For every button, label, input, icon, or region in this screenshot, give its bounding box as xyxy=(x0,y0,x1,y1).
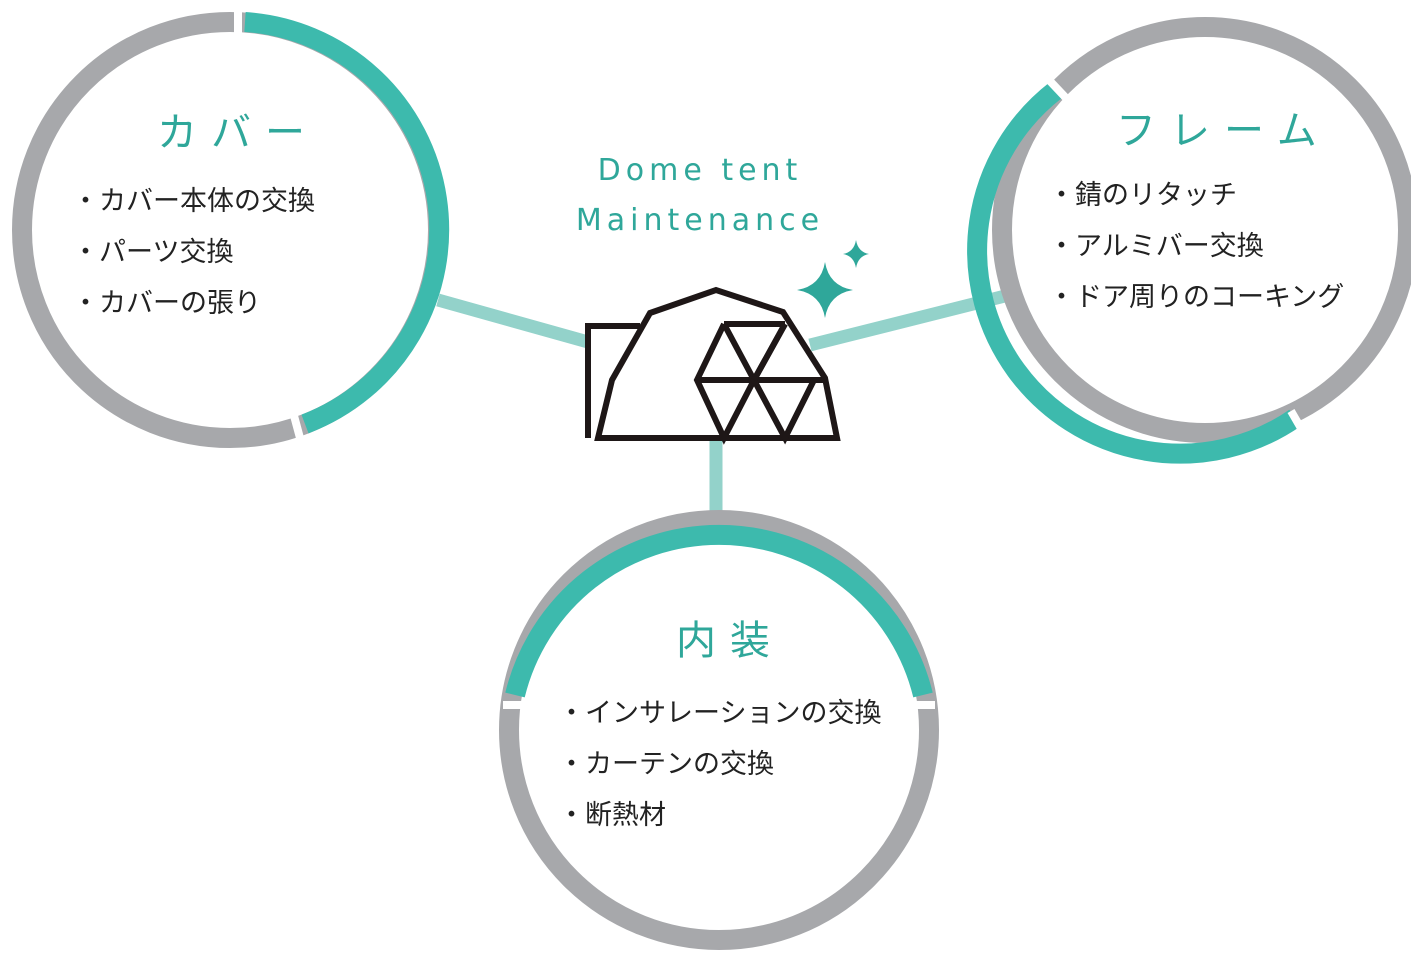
title-line-1: Dome tent xyxy=(597,153,803,188)
list-item: 錆のリタッチ xyxy=(1048,170,1344,221)
title-line-2: Maintenance xyxy=(575,203,825,238)
list-item: カバーの張り xyxy=(72,278,315,329)
connector-frame xyxy=(808,289,1007,352)
diagram-title: Dome tent Maintenance xyxy=(500,146,900,246)
frame-list: 錆のリタッチ アルミバー交換 ドア周りのコーキング xyxy=(1048,170,1344,323)
list-item: カバー本体の交換 xyxy=(72,176,315,227)
connector-cover xyxy=(436,293,590,349)
list-item: 断熱材 xyxy=(558,790,881,841)
list-item: ドア周りのコーキング xyxy=(1048,272,1344,323)
sparkle-icon xyxy=(797,240,869,318)
cover-heading: カバー xyxy=(157,110,319,156)
interior-heading: 内装 xyxy=(676,618,784,664)
list-item: カーテンの交換 xyxy=(558,739,881,790)
interior-list: インサレーションの交換 カーテンの交換 断熱材 xyxy=(558,688,881,841)
frame-ring xyxy=(967,17,1411,464)
list-item: インサレーションの交換 xyxy=(558,688,881,739)
frame-heading: フレーム xyxy=(1116,108,1331,154)
interior-ring xyxy=(499,510,939,950)
dome-tent-icon xyxy=(585,286,841,445)
list-item: アルミバー交換 xyxy=(1048,221,1344,272)
list-item: パーツ交換 xyxy=(72,227,315,278)
cover-ring xyxy=(12,10,450,448)
cover-list: カバー本体の交換 パーツ交換 カバーの張り xyxy=(72,176,315,329)
